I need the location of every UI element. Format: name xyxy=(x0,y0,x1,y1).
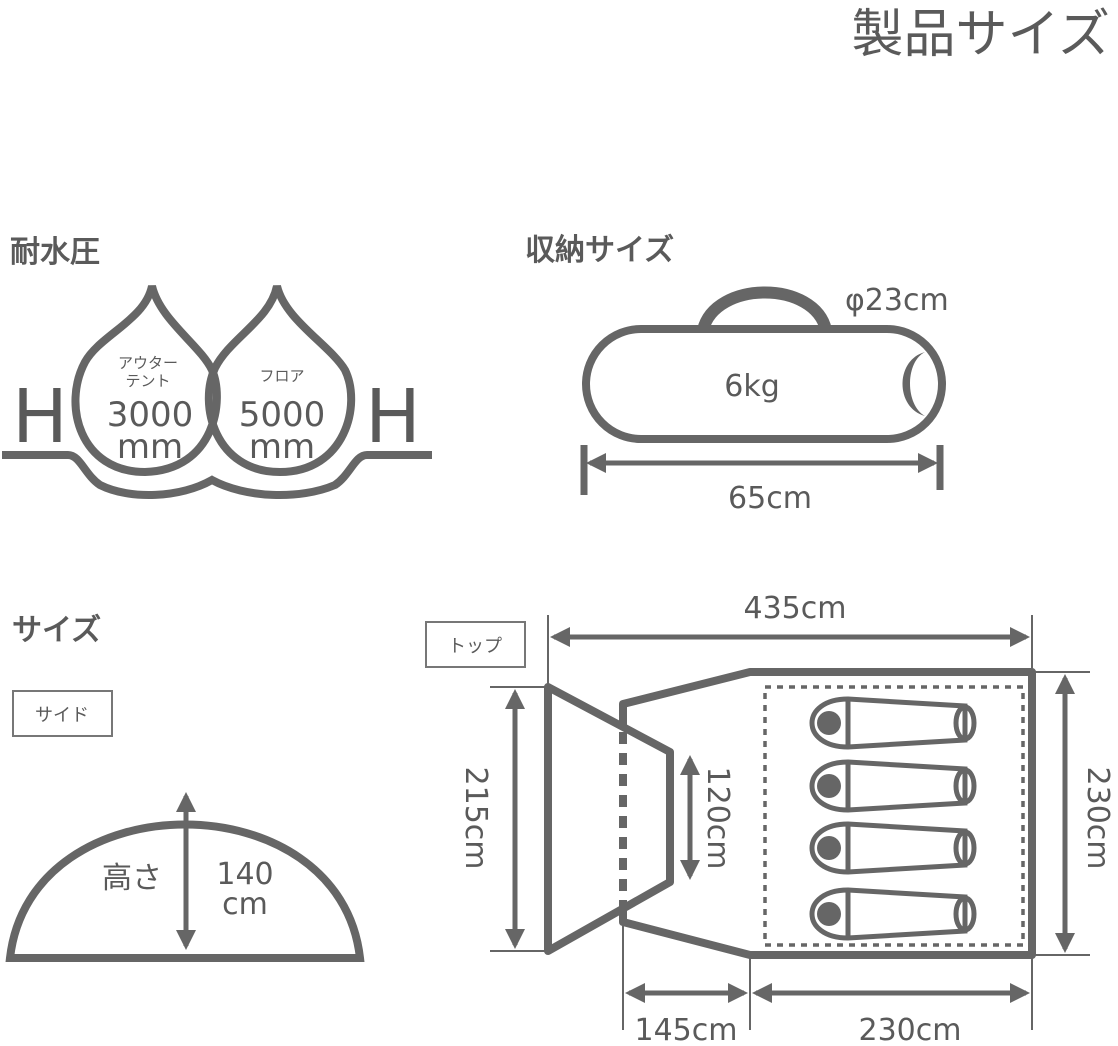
vestibule-length: 145cm xyxy=(635,1013,738,1046)
outer-tent-label: アウター xyxy=(118,354,178,372)
outer-tent-unit: mm xyxy=(117,427,183,467)
storage-bag-icon xyxy=(582,325,946,443)
inner-length: 230cm xyxy=(859,1013,962,1046)
front-width: 215cm xyxy=(458,767,493,870)
h-letter-left: H xyxy=(12,374,68,460)
size-heading: サイズ xyxy=(12,613,101,648)
storage-heading: 収納サイズ xyxy=(525,233,674,268)
size-side-section: サイズ サイド 高さ 140 cm xyxy=(5,613,365,962)
door-width: 120cm xyxy=(700,767,735,870)
storage-diameter: φ23cm xyxy=(845,283,949,318)
total-length: 435cm xyxy=(744,591,847,626)
storage-weight: 6kg xyxy=(724,369,780,404)
inner-width: 230cm xyxy=(1080,767,1115,870)
vestibule-outline xyxy=(544,683,674,955)
outer-tent-value: 3000 xyxy=(107,395,194,435)
floor-unit: mm xyxy=(249,427,315,467)
top-tag-box xyxy=(425,621,526,668)
side-tag: サイド xyxy=(35,705,89,726)
floor-label: フロア xyxy=(259,367,304,385)
bag-end-icon xyxy=(902,352,925,416)
inner-tent-dotted xyxy=(763,685,1025,947)
outer-tent-label-2: テント xyxy=(125,372,170,390)
height-value: 140 xyxy=(216,857,273,892)
floor-value: 5000 xyxy=(239,395,326,435)
page-title: 製品サイズ xyxy=(852,5,1110,65)
water-pressure-section: 耐水圧 H H アウター テント 3000 mm フロア 5000 mm xyxy=(2,235,432,500)
tent-body-outline xyxy=(619,668,1036,959)
h-letter-right: H xyxy=(365,374,421,460)
size-top-section: トップ 435cm 215cm xyxy=(425,591,1115,1046)
sleeping-bag-icon xyxy=(809,821,977,875)
sleeping-bag-icon xyxy=(809,887,977,941)
height-unit: cm xyxy=(222,887,268,922)
water-drop-outer-tent xyxy=(71,284,221,477)
water-pressure-heading: 耐水圧 xyxy=(10,235,100,270)
water-drop-floor xyxy=(204,284,356,477)
storage-length: 65cm xyxy=(728,481,812,516)
top-tag: トップ xyxy=(448,636,502,657)
side-tag-box xyxy=(12,690,113,737)
ground-line xyxy=(2,451,432,500)
sleeping-bag-icon xyxy=(809,696,977,750)
sleeping-bag-icon xyxy=(809,759,977,813)
storage-section: 収納サイズ φ23cm 6kg 65cm xyxy=(525,233,949,516)
bag-handle-icon xyxy=(697,286,832,332)
height-label: 高さ xyxy=(102,861,162,896)
